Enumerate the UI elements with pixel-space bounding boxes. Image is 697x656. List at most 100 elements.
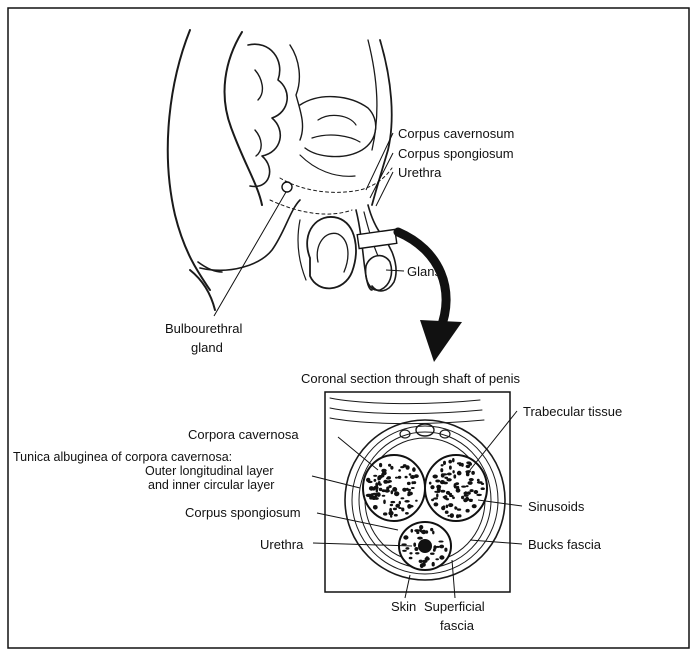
- sinusoid-dot: [403, 535, 408, 539]
- sinusoid-dot: [432, 531, 434, 535]
- sinusoid-dot: [398, 469, 401, 472]
- sinusoid-dot: [393, 508, 397, 511]
- sinusoid-dot: [431, 499, 434, 502]
- sinusoid-dot: [377, 492, 381, 497]
- sinusoid-dot: [433, 548, 436, 551]
- sinusoid-dot: [446, 491, 450, 495]
- sinusoid-dot: [422, 563, 426, 567]
- sinusoid-dot: [436, 546, 441, 548]
- sinusoid-dot: [465, 470, 470, 473]
- sinusoid-dot: [411, 529, 414, 533]
- sinusoid-dot: [399, 501, 401, 505]
- sinusoid-dot: [481, 487, 485, 490]
- sinusoid-dot: [438, 541, 443, 543]
- sinusoid-dot: [413, 481, 416, 484]
- sinusoid-dot: [401, 497, 405, 499]
- sinusoid-dot: [415, 500, 418, 502]
- sinusoid-dot: [372, 493, 377, 495]
- sinusoid-dot: [417, 537, 423, 540]
- sinusoid-dot: [457, 486, 460, 490]
- label-bucks-fascia: Bucks fascia: [528, 537, 602, 552]
- sinusoid-dot: [429, 482, 432, 485]
- sinusoid-dot: [409, 557, 413, 560]
- sinusoid-dot: [373, 505, 378, 510]
- sinusoid-dot: [405, 547, 409, 550]
- sinusoid-dot: [382, 495, 386, 497]
- sinusoid-dot: [432, 562, 435, 567]
- sinusoid-dot: [405, 512, 409, 515]
- sinusoid-dot: [414, 547, 418, 551]
- sinusoid-dot: [381, 473, 384, 478]
- label-corpora-cavernosa: Corpora cavernosa: [188, 427, 299, 442]
- sinusoid-dot: [430, 485, 434, 489]
- sinusoid-dot: [383, 500, 386, 505]
- sinusoid-dot: [407, 482, 411, 485]
- sinusoid-dot: [383, 512, 387, 515]
- sinusoid-dot: [383, 480, 388, 484]
- sinusoid-dot: [457, 508, 461, 510]
- sinusoid-dot: [444, 548, 447, 552]
- sinusoid-dot: [410, 475, 415, 479]
- sinusoid-dot: [435, 480, 440, 483]
- label-corpus-cavernosum: Corpus cavernosum: [398, 126, 514, 141]
- sinusoid-dot: [409, 552, 412, 554]
- sinusoid-dot: [407, 491, 411, 496]
- sinusoid-dot: [461, 486, 466, 488]
- sinusoid-dot: [446, 498, 449, 500]
- sinusoid-dot: [470, 489, 474, 492]
- sinusoid-dot: [455, 482, 459, 485]
- sinusoid-dot: [441, 464, 444, 466]
- sinusoid-dot: [433, 475, 438, 479]
- sinusoid-dot: [401, 543, 406, 545]
- section-title: Coronal section through shaft of penis: [301, 371, 520, 386]
- sinusoid-dot: [386, 477, 391, 479]
- sinusoid-dot: [458, 514, 462, 517]
- sinusoid-dot: [468, 462, 472, 465]
- curved-arrow-icon: [398, 232, 462, 362]
- sinusoid-dot: [466, 485, 469, 487]
- sinusoid-dot: [430, 553, 435, 555]
- sinusoid-dot: [447, 515, 449, 517]
- sinusoid-dot: [437, 487, 441, 492]
- label-bulbourethral-line1: Bulbourethral: [165, 321, 242, 336]
- label-trabecular-tissue: Trabecular tissue: [523, 404, 622, 419]
- sinusoid-dot: [435, 558, 439, 560]
- sinusoid-dot: [379, 463, 382, 467]
- sinusoid-dot: [414, 529, 419, 532]
- label-sinusoids: Sinusoids: [528, 499, 585, 514]
- sinusoid-dot: [382, 489, 386, 492]
- sinusoid-dot: [476, 494, 482, 496]
- sinusoid-dot: [461, 496, 464, 499]
- sinusoid-dot: [406, 488, 409, 491]
- sinusoid-dot: [371, 496, 376, 500]
- sinusoid-dot: [454, 485, 457, 489]
- sinusoid-dot: [457, 462, 462, 464]
- sinusoid-dot: [447, 473, 452, 476]
- sinusoid-dot: [406, 465, 410, 470]
- sinusoid-dot: [415, 552, 419, 554]
- label-corpus-spongiosum: Corpus spongiosum: [398, 146, 514, 161]
- sinusoid-dot: [390, 501, 395, 503]
- sinusoid-dot: [398, 507, 401, 509]
- sinusoid-dot: [402, 550, 407, 552]
- sinusoid-dot: [419, 525, 423, 529]
- sinusoid-dot: [452, 458, 455, 462]
- sinusoid-dot: [448, 460, 452, 464]
- sinusoid-dot: [390, 466, 393, 470]
- sinusoid-dot: [457, 471, 462, 476]
- label-urethra-lower: Urethra: [260, 537, 304, 552]
- sinusoid-dot: [436, 493, 438, 497]
- sinusoid-dot: [446, 505, 449, 509]
- sinusoid-dot: [452, 497, 455, 500]
- sinusoid-dot: [405, 476, 408, 479]
- label-glans: Glans: [407, 264, 441, 279]
- sinusoid-dot: [469, 478, 474, 481]
- sinusoid-dot: [409, 473, 412, 475]
- label-corpus-spongiosum-lower: Corpus spongiosum: [185, 505, 301, 520]
- sinusoid-dot: [444, 477, 448, 479]
- sinusoid-dot: [369, 486, 374, 491]
- sinusoid-dot: [472, 504, 477, 508]
- sinusoid-dot: [395, 477, 398, 479]
- sinusoid-dot: [394, 514, 398, 517]
